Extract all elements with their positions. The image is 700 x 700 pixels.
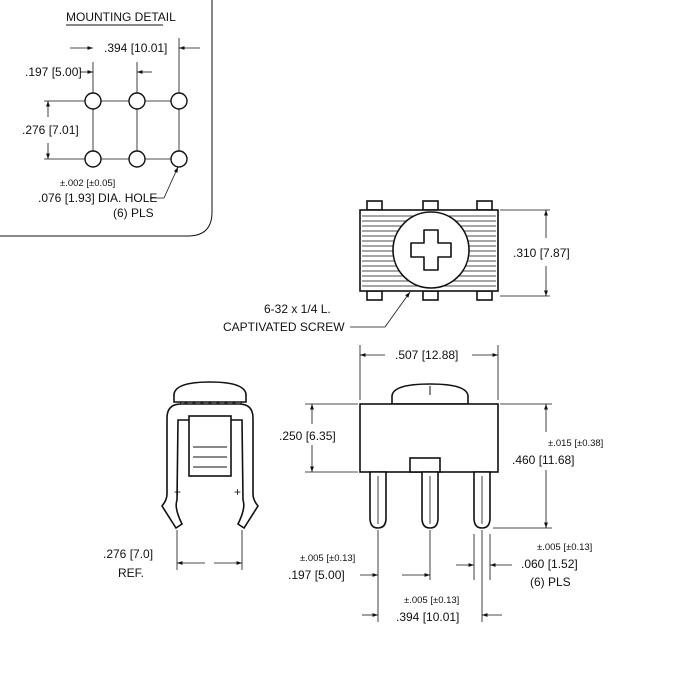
pin-dia-count: (6) PLS xyxy=(530,575,571,589)
pitch-tol: ±.005 [±0.13] xyxy=(300,553,355,564)
screw-callout-line1: 6-32 x 1/4 L. xyxy=(264,302,331,316)
bottom-tab xyxy=(422,290,439,301)
top-tab xyxy=(366,200,383,211)
hole-diameter: .076 [1.93] DIA. HOLE xyxy=(38,191,157,205)
side-ref-label: REF. xyxy=(118,566,144,580)
leader-line xyxy=(150,166,179,199)
screw-shank xyxy=(188,415,232,477)
hole-tolerance: ±.002 [±0.05] xyxy=(60,178,115,189)
span-dim: .394 [10.01] xyxy=(396,610,459,624)
mounting-hole xyxy=(84,150,102,168)
mounting-dim-left: .197 [5.00] xyxy=(25,65,82,79)
top-tab xyxy=(476,200,493,211)
pin-dia-dim: .060 [1.52] xyxy=(521,557,578,571)
mounting-detail-title: MOUNTING DETAIL xyxy=(66,10,176,24)
mounting-hole xyxy=(128,92,146,110)
mounting-hole xyxy=(84,92,102,110)
side-screw-head xyxy=(173,381,247,403)
pitch-dim: .197 [5.00] xyxy=(288,568,345,582)
mounting-detail-panel: MOUNTING DETAIL .394 [10.01] .197 [5.00]… xyxy=(0,0,213,237)
pin-notch xyxy=(409,457,441,473)
pin-dia-tol: ±.005 [±0.13] xyxy=(537,542,592,553)
panel-border xyxy=(0,0,213,237)
front-width-dim: .507 [12.88] xyxy=(395,348,458,362)
side-bracket xyxy=(161,403,259,530)
bottom-tab xyxy=(476,290,493,301)
hole-count: (6) PLS xyxy=(113,206,154,220)
plus-mark: + xyxy=(174,485,181,499)
top-view-height-dim: .310 [7.87] xyxy=(513,246,570,260)
front-view: .507 [12.88] .250 [6.35] ±.015 [±0.38] .… xyxy=(279,345,603,624)
top-view: .310 [7.87] 6-32 x 1/4 L. CAPTIVATED SCR… xyxy=(223,200,570,334)
top-tab xyxy=(422,200,439,211)
side-ref-dim: .276 [7.0] xyxy=(103,547,153,561)
screw-callout-line2: CAPTIVATED SCREW xyxy=(223,320,345,334)
mounting-hole xyxy=(170,150,188,168)
overall-height-dim: .460 [11.68] xyxy=(512,453,575,467)
front-body-height-dim: .250 [6.35] xyxy=(279,429,336,443)
span-tol: ±.005 [±0.13] xyxy=(404,595,459,606)
mounting-hole xyxy=(128,150,146,168)
plus-mark: + xyxy=(234,485,241,499)
mounting-dim-vertical: .276 [7.01] xyxy=(22,123,79,137)
leader-line xyxy=(350,291,411,328)
phillips-slot xyxy=(410,229,452,271)
mounting-hole xyxy=(170,92,188,110)
mounting-dim-top: .394 [10.01] xyxy=(104,41,167,55)
overall-height-tol: ±.015 [±0.38] xyxy=(548,438,603,449)
bottom-tab xyxy=(366,290,383,301)
side-view: + + .276 [7.0] REF. xyxy=(103,381,259,580)
